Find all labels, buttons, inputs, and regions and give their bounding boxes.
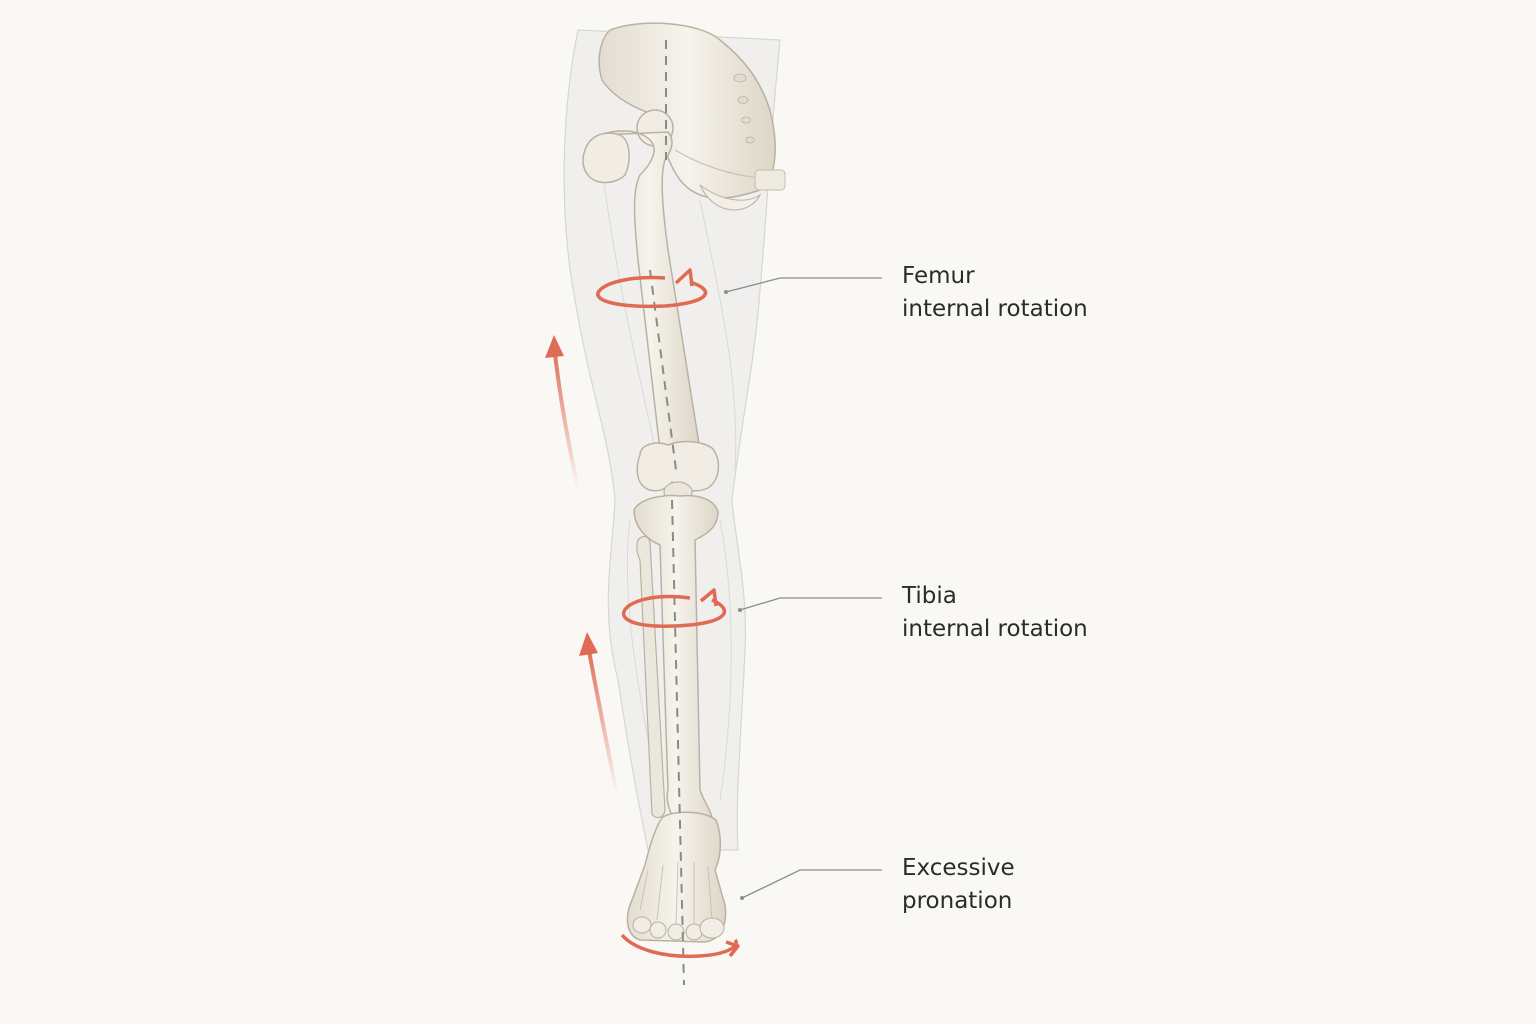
femur-label: Femur internal rotation: [902, 260, 1088, 326]
tibia-label: Tibia internal rotation: [902, 580, 1088, 646]
tibia-rotation-icon: [621, 588, 726, 628]
foot-label: Excessive pronation: [902, 852, 1015, 918]
fibula-bone: [636, 535, 666, 819]
femur-axis-line: [649, 269, 677, 471]
femur-label-line1: Femur: [902, 263, 975, 289]
femur-leader-line: [725, 277, 882, 293]
leader-lines: [724, 277, 882, 900]
foot-rotation-icon: [620, 933, 740, 959]
foot-bones: [626, 811, 727, 943]
foot-label-line2: pronation: [902, 888, 1013, 914]
tibia-label-line2: internal rotation: [902, 616, 1088, 642]
femur-bone: [582, 109, 720, 492]
femur-rotation-icon: [596, 268, 708, 309]
tibia-axis-line: [671, 499, 685, 986]
tibia-leader-line: [739, 597, 882, 611]
foot-label-line1: Excessive: [902, 855, 1015, 881]
upward-arrow-lower: [579, 632, 619, 796]
femur-label-line2: internal rotation: [902, 296, 1088, 322]
upward-arrow-upper: [545, 335, 580, 491]
axis-lines: [649, 40, 685, 986]
tibia-label-line1: Tibia: [902, 583, 957, 609]
pelvis-bone: [598, 22, 786, 211]
foot-leader-line: [741, 869, 882, 899]
